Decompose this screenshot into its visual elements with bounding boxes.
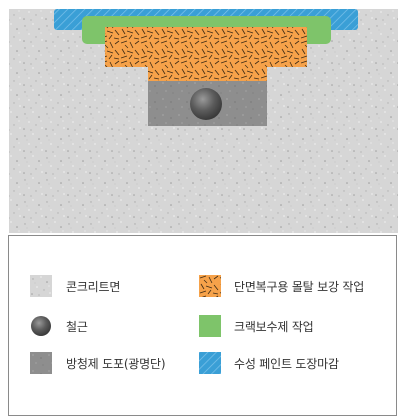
legend-item-waterproof-paint: 수성 페인트 도장마감: [199, 351, 339, 375]
legend-item-rebar: 철근: [30, 314, 88, 338]
rust-coating-swatch-icon: [30, 352, 52, 374]
legend-label: 수성 페인트 도장마감: [234, 356, 339, 371]
cross-section-diagram: [9, 9, 398, 233]
waterproof-paint-swatch-icon: [199, 352, 221, 374]
legend: 콘크리트면 철근 방청제 도포(광명단) 단면복구용 몰탈 보강 작업 크랙보수…: [8, 235, 397, 416]
legend-label: 단면복구용 몰탈 보강 작업: [234, 279, 365, 294]
legend-item-crack-filler: 크랙보수제 작업: [199, 314, 314, 338]
legend-label: 크랙보수제 작업: [234, 319, 314, 334]
legend-label: 콘크리트면: [66, 279, 121, 294]
rebar: [190, 88, 222, 120]
legend-label: 방청제 도포(광명단): [66, 356, 166, 371]
rebar-swatch-icon: [30, 315, 52, 337]
repair-mortar-swatch-icon: [199, 275, 221, 297]
legend-label: 철근: [66, 319, 88, 334]
legend-item-repair-mortar: 단면복구용 몰탈 보강 작업: [199, 274, 364, 298]
concrete-swatch-icon: [30, 275, 52, 297]
repair-mortar-layer: [105, 27, 307, 81]
legend-item-concrete: 콘크리트면: [30, 274, 120, 298]
legend-item-rust-coating: 방청제 도포(광명단): [30, 351, 166, 375]
crack-filler-swatch-icon: [199, 315, 221, 337]
